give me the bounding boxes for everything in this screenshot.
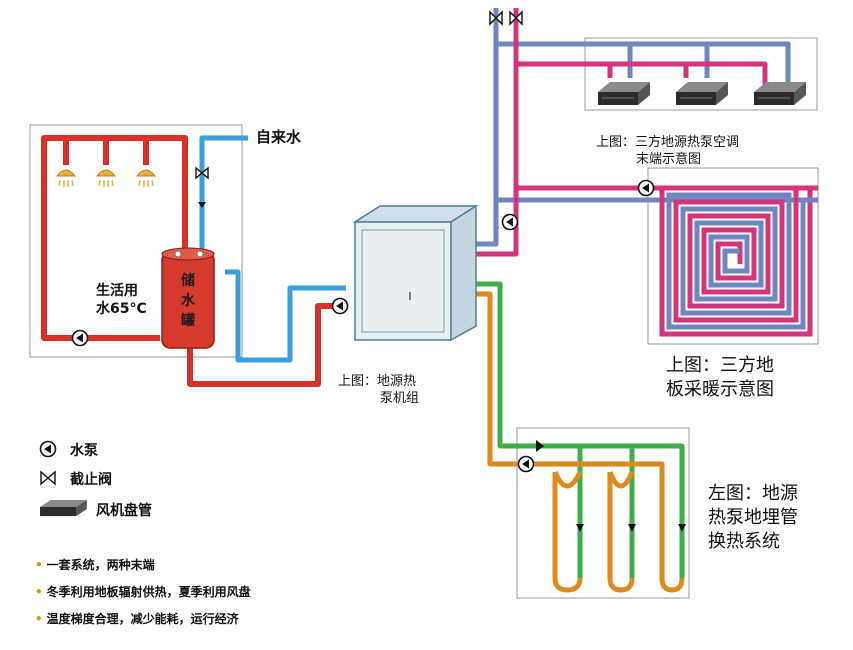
shower-icon <box>96 169 116 188</box>
tank-label-char: 储 <box>181 273 195 289</box>
valve-icon <box>195 166 209 180</box>
ground-caption-line2: 热泵地埋管 <box>708 507 798 528</box>
legend-valve-icon <box>40 470 56 486</box>
tap-water-label: 自来水 <box>256 128 302 146</box>
fan-coil-icon <box>753 81 807 106</box>
legend-pump-icon <box>39 440 57 458</box>
storage-tank <box>161 247 215 349</box>
floor-caption-line1: 上图：三方地 <box>666 355 774 376</box>
fan-coil-icon <box>597 81 651 106</box>
floor-heating-frame <box>647 167 819 345</box>
shower-icon <box>136 169 156 188</box>
pump-icon <box>71 329 89 347</box>
domestic-water-frame <box>29 124 243 358</box>
flow-arrow-icon <box>198 202 206 208</box>
note-text: 温度梯度合理，减少能耗，运行经济 <box>46 612 239 626</box>
ground-loop-supply <box>472 281 685 578</box>
ac-caption-line2: 末端示意图 <box>636 152 702 167</box>
ac-caption-line1: 上图：三方地源热泵空调 <box>596 135 740 150</box>
pump-icon <box>517 455 535 473</box>
tank-label-char: 水 <box>181 293 195 309</box>
ground-caption-line3: 换热系统 <box>708 531 780 552</box>
heat-pump-caption-line1: 上图：地源热 <box>338 374 417 389</box>
note-item: •冬季利用地板辐射供热，夏季利用风盘 <box>35 585 251 599</box>
fan-coil-icon <box>675 81 729 106</box>
pump-icon <box>501 213 519 231</box>
ground-loop-flow-arrows <box>536 440 686 532</box>
valve-icon <box>509 10 523 26</box>
note-item: •一套系统，两种末端 <box>35 558 155 572</box>
ground-loop-frame <box>516 427 690 599</box>
tap-water-pipes <box>199 135 346 363</box>
fan-coil-frame <box>584 37 818 111</box>
pump-icon <box>331 297 349 315</box>
fan-coils <box>597 81 807 106</box>
valve-icon <box>489 10 503 26</box>
note-text: 一套系统，两种末端 <box>46 558 155 572</box>
legend-fan-coil-icon <box>40 500 87 517</box>
legend-valve-label: 截止阀 <box>70 472 112 488</box>
floor-caption-line2: 板采暖示意图 <box>666 379 774 400</box>
ground-caption-line1: 左图：地源 <box>708 483 798 504</box>
heat-pump-caption-line2: 泵机组 <box>380 391 420 406</box>
showers <box>56 169 156 188</box>
floor-heating-coil <box>659 185 818 337</box>
pump-icon <box>637 179 655 197</box>
note-item: •温度梯度合理，减少能耗，运行经济 <box>35 612 239 626</box>
domestic-water-label-line2: 水65°C <box>96 301 147 317</box>
legend-fan-coil-label: 风机盘管 <box>96 503 152 519</box>
heat-pump-unit <box>352 204 479 342</box>
shower-icon <box>56 169 76 188</box>
tank-label-char: 罐 <box>181 313 195 329</box>
legend-pump-label: 水泵 <box>70 443 98 459</box>
note-text: 冬季利用地板辐射供热，夏季利用风盘 <box>46 585 251 599</box>
domestic-water-label-line1: 生活用 <box>96 283 138 299</box>
ground-loop-return <box>472 291 685 593</box>
